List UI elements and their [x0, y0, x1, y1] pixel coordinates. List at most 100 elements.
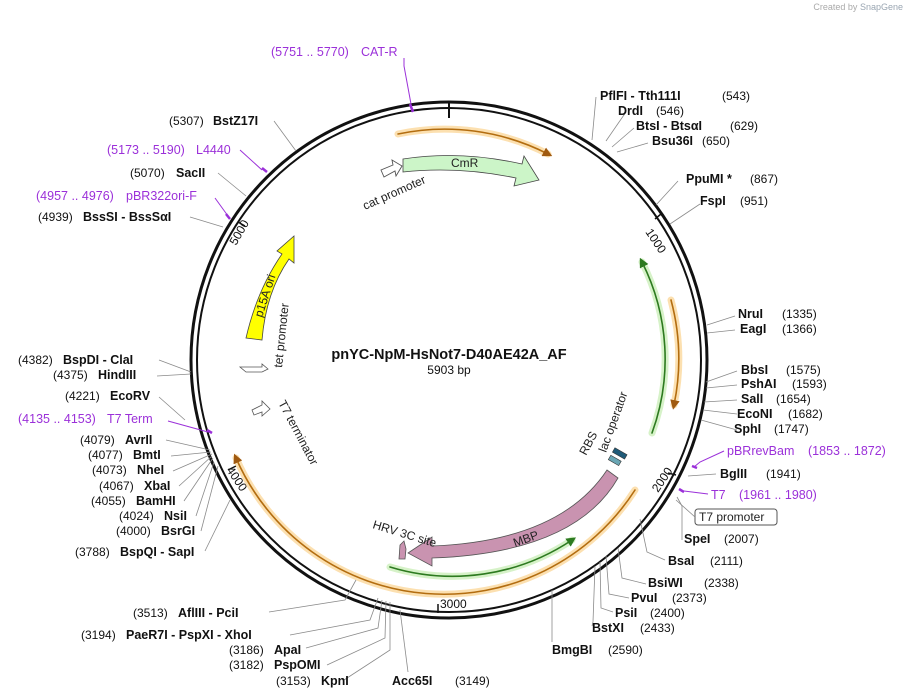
site-bsrgi[interactable]: (4000)BsrGI [116, 524, 195, 538]
backbone-outer [189, 100, 709, 620]
site-sacii[interactable]: (5070)SacII [130, 166, 205, 180]
svg-text:(4939): (4939) [38, 210, 73, 224]
site-sali[interactable]: SalI (1654) [741, 392, 811, 406]
tet-promoter-feature[interactable] [238, 363, 269, 373]
rbs-feature[interactable] [607, 454, 622, 467]
site-nsii[interactable]: (4024)NsiI [119, 509, 187, 523]
primer-pbrrevbam[interactable]: pBRrevBam(1853 .. 1872) [727, 444, 886, 458]
site-bspdi-clai[interactable]: (4382)BspDI - ClaI [18, 353, 133, 367]
primer-leaders [167, 58, 725, 495]
site-drdi[interactable]: DrdI(546) [618, 104, 684, 118]
orf-arcs [232, 125, 683, 598]
svg-text:AvrII: AvrII [125, 433, 152, 447]
primer-t7-term[interactable]: (4135 .. 4153)T7 Term [18, 412, 153, 426]
site-bmti[interactable]: (4077)BmtI [88, 448, 161, 462]
svg-text:SacII: SacII [176, 166, 205, 180]
site-pvui[interactable]: PvuI(2373) [631, 591, 707, 605]
svg-text:EcoRV: EcoRV [110, 389, 151, 403]
primer-cat-r[interactable]: (5751 .. 5770)CAT-R [271, 45, 398, 59]
svg-text:BglII: BglII [720, 467, 747, 481]
t7-promoter-label-box[interactable]: T7 promoter [694, 508, 778, 526]
svg-text:(3788): (3788) [75, 545, 110, 559]
credit: Created by SnapGene [813, 2, 903, 12]
lac-operator-feature[interactable] [612, 447, 628, 460]
site-hindiii[interactable]: (4375)HindIII [53, 368, 136, 382]
svg-text:(951): (951) [740, 194, 768, 208]
svg-text:(1366): (1366) [782, 322, 817, 336]
svg-text:(1654): (1654) [776, 392, 811, 406]
site-nhei[interactable]: (4073)NheI [92, 463, 164, 477]
svg-text:(4073): (4073) [92, 463, 127, 477]
site-xbai[interactable]: (4067)XbaI [99, 479, 170, 493]
svg-text:BspQI - SapI: BspQI - SapI [120, 545, 194, 559]
plasmid-length: 5903 bp [427, 363, 471, 377]
tet-promoter-label: tet promoter [271, 303, 292, 369]
site-psii[interactable]: PsiI(2400) [615, 606, 685, 620]
plasmid-name: pnYC-NpM-HsNot7-D40AE42A_AF [331, 347, 566, 363]
svg-text:T7 Term: T7 Term [107, 412, 153, 426]
site-bsssi[interactable]: (4939) BssSI - BssSαI [38, 210, 171, 224]
svg-text:NruI: NruI [738, 307, 763, 321]
site-pshai[interactable]: PshAI(1593) [741, 377, 827, 391]
svg-text:(2433): (2433) [640, 621, 675, 635]
site-eagi[interactable]: EagI(1366) [740, 322, 817, 336]
svg-text:(629): (629) [730, 119, 758, 133]
site-bstz17i[interactable]: (5307) BstZ17I [169, 114, 258, 128]
svg-text:PsiI: PsiI [615, 606, 637, 620]
site-bsai[interactable]: BsaI(2111) [668, 554, 743, 568]
svg-text:PshAI: PshAI [741, 377, 776, 391]
svg-text:(1961 .. 1980): (1961 .. 1980) [739, 488, 817, 502]
primers: (5751 .. 5770)CAT-R (5173 .. 5190)L4440 … [18, 45, 886, 502]
site-bglii[interactable]: BglII(1941) [720, 467, 801, 481]
site-ppumi[interactable]: PpuMI *(867) [686, 172, 778, 186]
site-fspi[interactable]: FspI(951) [700, 194, 768, 208]
svg-text:(1682): (1682) [788, 407, 823, 421]
site-bsu36i[interactable]: Bsu36I(650) [652, 134, 730, 148]
svg-text:(546): (546) [656, 104, 684, 118]
svg-text:BssSI - BssSαI: BssSI - BssSαI [83, 210, 171, 224]
site-econi[interactable]: EcoNI(1682) [737, 407, 823, 421]
t7-terminator-feature[interactable] [251, 400, 271, 417]
site-apai[interactable]: (3186)ApaI [229, 643, 301, 657]
site-bspqi-sapi[interactable]: (3788) BspQI - SapI [75, 545, 194, 559]
site-sphi[interactable]: SphI(1747) [734, 422, 809, 436]
site-kpni[interactable]: (3153)KpnI [276, 674, 349, 688]
svg-text:SphI: SphI [734, 422, 761, 436]
svg-text:(5307): (5307) [169, 114, 204, 128]
site-bstxi[interactable]: BstXI(2433) [592, 621, 675, 635]
svg-text:SalI: SalI [741, 392, 763, 406]
site-leaders-right [399, 96, 738, 673]
site-spei[interactable]: SpeI(2007) [684, 532, 759, 546]
primer-t7[interactable]: T7(1961 .. 1980) [711, 488, 817, 502]
site-avrii[interactable]: (4079)AvrII [80, 433, 152, 447]
site-bamhi[interactable]: (4055)BamHI [91, 494, 176, 508]
site-pflfi-tth111i[interactable]: PflFI - Tth111I(543) [600, 89, 750, 103]
cmr-feature[interactable] [402, 154, 540, 187]
svg-text:Acc65I: Acc65I [392, 674, 432, 688]
site-bmgbi[interactable]: BmgBI(2590) [552, 643, 643, 657]
site-afliii-pcii[interactable]: (3513)AflIII - PciI [133, 606, 238, 620]
site-ecorv[interactable]: (4221) EcoRV [65, 389, 151, 403]
primer-l4440[interactable]: (5173 .. 5190)L4440 [107, 143, 231, 157]
site-acc65i[interactable]: Acc65I(3149) [392, 674, 490, 688]
svg-text:BstZ17I: BstZ17I [213, 114, 258, 128]
svg-text:(1853 .. 1872): (1853 .. 1872) [808, 444, 886, 458]
svg-text:(5173 .. 5190): (5173 .. 5190) [107, 143, 185, 157]
svg-text:(2373): (2373) [672, 591, 707, 605]
site-paer7i-pspxi-xhoi[interactable]: (3194)PaeR7I - PspXI - XhoI [81, 628, 252, 642]
site-pspomi[interactable]: (3182)PspOMI [229, 658, 321, 672]
site-btsi[interactable]: BtsI - BtsαI(629) [636, 119, 758, 133]
mbp-feature[interactable] [407, 469, 619, 567]
site-bbsi[interactable]: BbsI(1575) [741, 363, 821, 377]
site-bsiwi[interactable]: BsiWI(2338) [648, 576, 739, 590]
site-nrui[interactable]: NruI(1335) [738, 307, 817, 321]
svg-text:(3182): (3182) [229, 658, 264, 672]
svg-text:(4375): (4375) [53, 368, 88, 382]
svg-text:(4077): (4077) [88, 448, 123, 462]
cat-promoter-feature[interactable] [380, 159, 403, 178]
svg-text:NsiI: NsiI [164, 509, 187, 523]
p15a-ori-feature[interactable] [245, 235, 295, 341]
hrv-3c-site-feature[interactable] [398, 540, 407, 560]
primer-pbr322ori-f[interactable]: (4957 .. 4976)pBR322ori-F [36, 189, 197, 203]
svg-text:(4221): (4221) [65, 389, 100, 403]
